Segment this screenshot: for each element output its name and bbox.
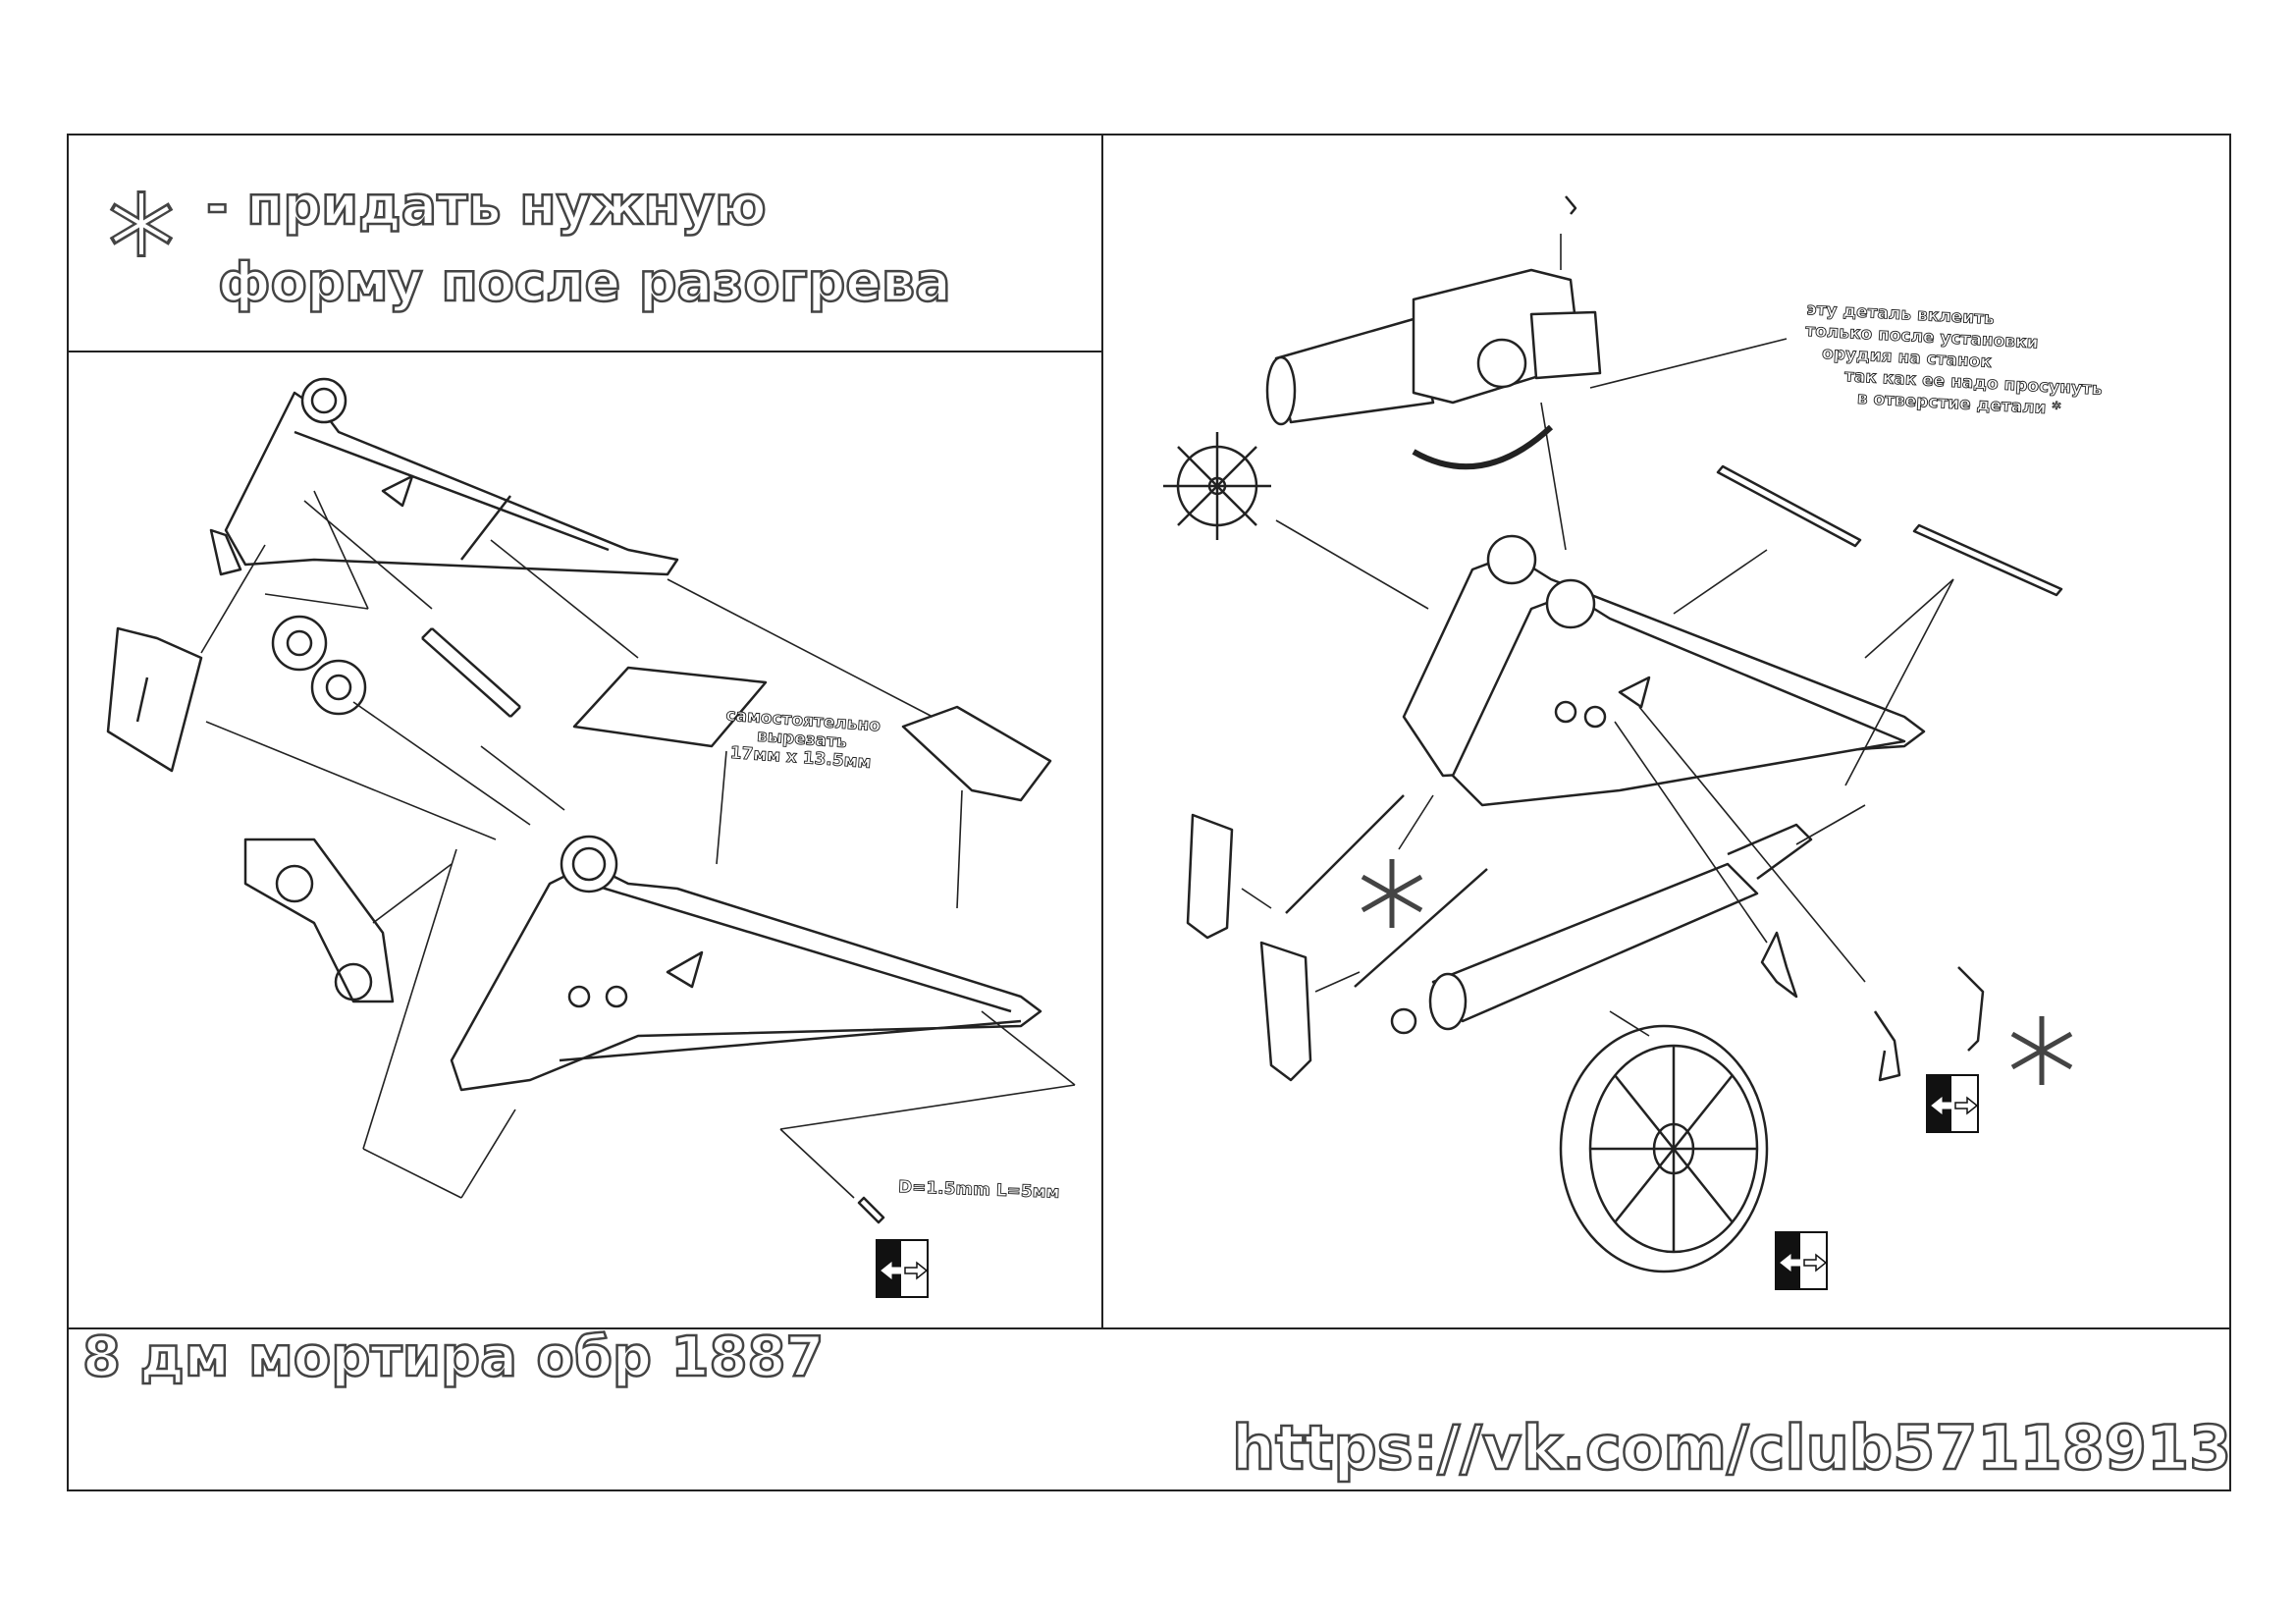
flip-sheet-arrow-icon <box>1926 1074 1979 1133</box>
footer-divider <box>69 1327 2231 1329</box>
carriage-frame-bottom <box>450 835 1042 1092</box>
strip-part-2 <box>1912 523 2063 597</box>
strip-part-1 <box>1716 464 1862 548</box>
asterisk-icon <box>109 190 174 257</box>
panel-divider-vertical <box>1101 135 1103 1328</box>
side-bracket-2 <box>1259 941 1312 1082</box>
side-bracket-1 <box>1186 813 1234 940</box>
axle-pin <box>421 627 521 718</box>
chain-hook-1 <box>1873 1010 1901 1082</box>
bent-plate-part <box>901 705 1052 802</box>
mortar-barrel <box>1265 195 1602 426</box>
legend-line-1: - придать нужную <box>205 174 768 239</box>
assembled-carriage <box>1402 534 1926 807</box>
flip-sheet-arrow-icon <box>1775 1231 1828 1290</box>
footer-url[interactable]: https://vk.com/club57118913 <box>1231 1411 2233 1486</box>
cut-note: самостоятельно вырезать 17мм х 13.5мм <box>724 705 881 773</box>
instruction-sheet-frame <box>67 134 2231 1491</box>
handwheel <box>1163 432 1271 540</box>
elevation-arc <box>1412 424 1554 470</box>
tie-rod-1 <box>1285 794 1405 914</box>
carriage-wheel <box>1559 1024 1769 1273</box>
small-pin <box>857 1196 885 1224</box>
flip-sheet-arrow-icon <box>876 1239 929 1298</box>
legend-divider <box>69 351 1102 352</box>
footer-title: 8 дм мортира обр 1887 <box>81 1325 826 1391</box>
recoil-cylinder <box>1390 823 1813 1035</box>
carriage-frame-top <box>209 377 679 576</box>
chain-hook-2 <box>1957 966 1985 1052</box>
asterisk-icon <box>1361 859 1423 928</box>
wing-nut <box>1760 931 1798 999</box>
gear-pair <box>271 615 367 716</box>
trunnion-bracket-assembly <box>243 838 395 1003</box>
asterisk-icon <box>2010 1016 2073 1085</box>
sheet-cut-part <box>572 666 768 748</box>
plate-part-asterisk <box>106 626 203 773</box>
tie-rod-2 <box>1354 868 1488 988</box>
legend-line-2: форму после разогрева <box>217 250 952 315</box>
install-note: эту деталь вклеить только после установк… <box>1804 299 2104 420</box>
